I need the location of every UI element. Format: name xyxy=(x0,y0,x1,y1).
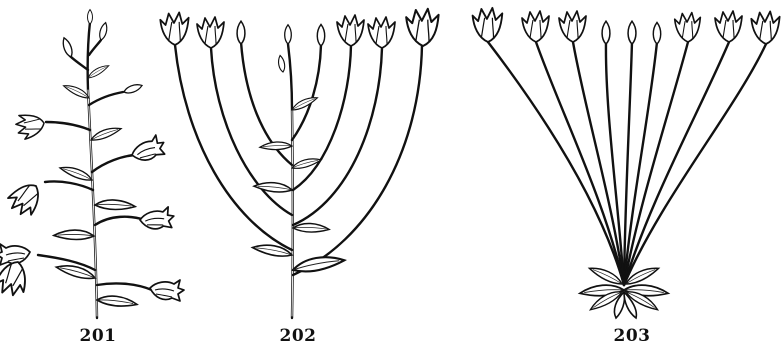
figure-201-label: 201 xyxy=(58,326,138,346)
figure-202-label: 202 xyxy=(258,326,338,346)
figure-202-corymb xyxy=(160,9,438,318)
figure-203-label: 203 xyxy=(592,326,672,346)
figure-201-raceme xyxy=(0,10,184,318)
figure-203-umbel xyxy=(473,8,780,318)
fig202-main-stem xyxy=(288,44,293,318)
